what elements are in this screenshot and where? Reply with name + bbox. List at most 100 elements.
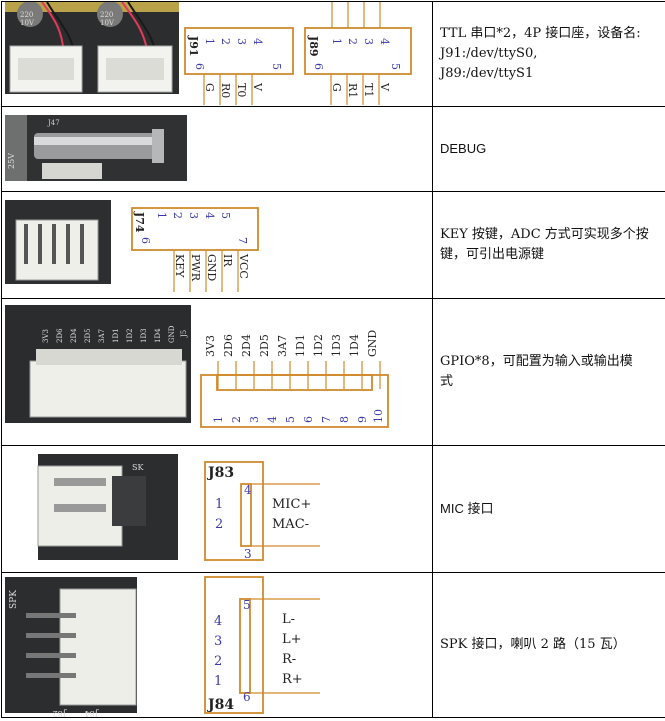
debug-board-photo: 25V J47 xyxy=(5,115,187,181)
spk-silk-j84: J84 xyxy=(85,709,99,717)
ttl-board-photo: 220 10V 220 10V xyxy=(5,2,179,94)
j84-pin-top: 5 xyxy=(243,598,251,612)
debug-description: DEBUG xyxy=(432,106,665,192)
gpio-silk-3: 2D4 xyxy=(70,328,78,343)
gpio-pin-2: 2 xyxy=(230,416,243,423)
spk-description-line-1: SPK 接口，喇叭 2 路（15 瓦） xyxy=(440,637,626,652)
j74-pin-start: 6 xyxy=(139,237,152,244)
gpio-signal-3v3: 3V3 xyxy=(204,335,217,357)
j83-outline xyxy=(204,461,264,561)
j84-pin-4: 4 xyxy=(214,614,222,629)
j84-signal-r-minus: R- xyxy=(282,652,296,667)
gpio-silk-7: 1D2 xyxy=(126,328,134,343)
j89-signal-t1: T1 xyxy=(362,83,375,97)
j84-signal-l-minus: L- xyxy=(282,612,295,627)
j74-signal-pwr: PWR xyxy=(189,254,202,282)
key-board-photo xyxy=(5,200,111,284)
gpio-signal-1d1: 1D1 xyxy=(294,334,307,357)
mic-description-line-1: MIC 接口 xyxy=(440,501,494,516)
j83-pin-bottom: 3 xyxy=(244,547,252,561)
j91-pin-1: 1 xyxy=(203,38,216,45)
j84-inner-outline xyxy=(239,598,251,694)
j84-signal-l-plus: L+ xyxy=(282,632,302,647)
j84-signal-r-plus: R+ xyxy=(282,672,303,687)
j91-name: J91 xyxy=(187,35,200,57)
debug-silkscreen: J47 xyxy=(47,119,60,127)
j74-signal-gnd: GND xyxy=(205,254,218,281)
j84-connector-diagram: 4 3 2 1 5 6 L- L+ R- R+ J84 xyxy=(204,576,320,714)
j84-pin-2: 2 xyxy=(214,654,222,669)
spk-board-photo: SPK J82 J84 xyxy=(5,577,137,717)
j83-inner-outline xyxy=(240,483,252,547)
spk-figure-cell: SPK J82 J84 4 3 2 1 xyxy=(1,572,433,718)
gpio-signal-2d5: 2D5 xyxy=(258,334,271,357)
j89-signal-v: V xyxy=(378,82,391,92)
gpio-silk-4: 2D5 xyxy=(84,328,92,343)
j74-pin-1: 1 xyxy=(155,212,168,219)
table-row-gpio: 3V3 2D6 2D4 2D5 3A7 1D1 1D2 1D3 1D4 GND … xyxy=(1,298,665,446)
j83-pin-1: 1 xyxy=(215,497,223,512)
j84-pin-1: 1 xyxy=(214,674,222,689)
gpio-signal-3a7: 3A7 xyxy=(276,335,289,357)
gpio-pin-8: 8 xyxy=(338,416,351,423)
j91-signal-v: V xyxy=(251,82,264,92)
j89-signal-r1: R1 xyxy=(346,83,359,98)
j74-pin-4: 4 xyxy=(203,212,216,219)
mic-figure-cell: SK J83 1 2 4 3 MIC+ MAC- xyxy=(1,445,433,573)
gpio-figure: 3V3 2D6 2D4 2D5 3A7 1D1 1D2 1D3 1D4 GND … xyxy=(5,305,389,428)
j74-pin-2: 2 xyxy=(171,212,184,219)
key-description-line-2: 键，可引出电源键 xyxy=(440,247,545,262)
j83-signal-mac-minus: MAC- xyxy=(272,517,309,532)
j89-pin-3: 3 xyxy=(362,38,375,45)
ttl-description: TTL 串口*2，4P 接口座，设备名: J91:/dev/ttyS0, J89… xyxy=(432,1,665,107)
j91-outline xyxy=(184,27,294,75)
j91-connector-diagram: J91 1 2 3 4 6 5 G R0 T0 V xyxy=(184,27,294,105)
j74-connector-diagram: J74 1 2 3 4 5 6 7 KEY PWR GND IR VCC xyxy=(131,207,259,292)
j89-connector-diagram: J89 1 2 3 4 6 5 G R1 T1 V xyxy=(304,2,412,105)
gpio-signal-1d2: 1D2 xyxy=(312,334,325,357)
gpio-description: GPIO*8，可配置为输入或输出模 式 xyxy=(432,298,665,446)
gpio-description-line-2: 式 xyxy=(440,374,454,389)
mic-silkscreen: SK xyxy=(132,463,144,472)
spk-figure: SPK J82 J84 4 3 2 1 xyxy=(5,576,320,717)
j91-signal-g: G xyxy=(203,83,216,92)
cap-label-1-line2: 10V xyxy=(20,19,35,27)
j74-pin-end: 7 xyxy=(236,237,249,244)
gpio-signal-gnd: GND xyxy=(366,330,379,357)
gpio-pin-6: 6 xyxy=(302,416,315,423)
gpio-pin-7: 7 xyxy=(320,416,333,423)
j91-pin-2: 2 xyxy=(219,38,232,45)
table-row-key: J74 1 2 3 4 5 6 7 KEY PWR GND IR VCC KEY… xyxy=(1,191,665,299)
j83-pin-2: 2 xyxy=(215,517,223,532)
key-description: KEY 按键，ADC 方式可实现多个按 键，可引出电源键 xyxy=(432,191,665,299)
gpio-silk-6: 1D1 xyxy=(112,328,120,343)
gpio-pin-9: 9 xyxy=(356,416,369,423)
table-row-ttl: 220 10V 220 10V xyxy=(1,1,665,107)
gpio-pin-1: 1 xyxy=(212,416,225,423)
j89-name: J89 xyxy=(307,35,320,57)
gpio-figure-cell: 3V3 2D6 2D4 2D5 3A7 1D1 1D2 1D3 1D4 GND … xyxy=(1,298,433,446)
debug-figure: 25V J47 xyxy=(5,115,187,181)
gpio-description-line-1: GPIO*8，可配置为输入或输出模 xyxy=(440,354,633,369)
debug-description-line-1: DEBUG xyxy=(440,141,487,156)
j74-outline xyxy=(131,207,259,251)
mic-description: MIC 接口 xyxy=(432,445,665,573)
j74-signal-vcc: VCC xyxy=(237,253,250,279)
j74-pin-3: 3 xyxy=(187,212,200,219)
j74-name: J74 xyxy=(133,211,146,233)
gpio-signal-1d4: 1D4 xyxy=(348,334,361,357)
ttl-figure: 220 10V 220 10V xyxy=(5,2,412,105)
gpio-silk-5: 3A7 xyxy=(98,329,106,343)
j84-pin-bottom: 6 xyxy=(243,690,251,704)
gpio-pin-4: 4 xyxy=(266,416,279,423)
key-figure-cell: J74 1 2 3 4 5 6 7 KEY PWR GND IR VCC xyxy=(1,191,433,299)
cap-label-2-line1: 220 xyxy=(100,11,113,19)
gpio-silk-j5: J5 xyxy=(180,330,188,338)
j74-signal-key: KEY xyxy=(173,254,186,278)
j84-outline xyxy=(204,576,264,714)
key-description-line-1: KEY 按键，ADC 方式可实现多个按 xyxy=(440,227,649,242)
key-figure: J74 1 2 3 4 5 6 7 KEY PWR GND IR VCC xyxy=(5,200,259,292)
debug-figure-cell: 25V J47 xyxy=(1,106,433,192)
j83-signal-mic-plus: MIC+ xyxy=(272,497,311,512)
